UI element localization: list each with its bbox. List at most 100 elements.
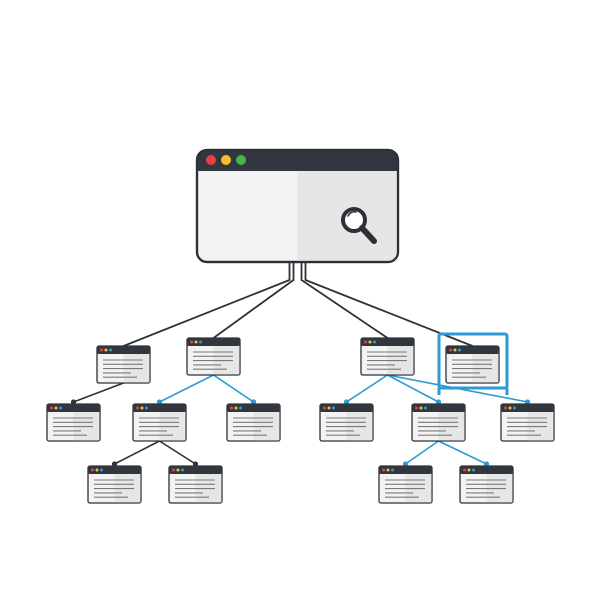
- page-titlebar: [133, 404, 186, 412]
- link-end-dot-p12: [192, 461, 199, 467]
- page-dot-blue-icon: [458, 348, 461, 352]
- magnifier-handle: [359, 225, 377, 244]
- page-dot-blue-icon: [199, 340, 202, 344]
- page-dot-yellow-icon: [508, 406, 512, 410]
- link-end-dot-p11: [111, 461, 118, 467]
- page-dot-blue-icon: [59, 406, 62, 410]
- maximize-dot-icon: [236, 155, 246, 165]
- page-windows: [46, 337, 555, 504]
- link-p2-p7: [212, 374, 255, 403]
- page-dot-blue-icon: [373, 340, 376, 344]
- page-dot-blue-icon: [145, 406, 148, 410]
- link-p2-p6: [158, 374, 215, 403]
- page-level2-3: [226, 403, 281, 442]
- link-p1-p5: [72, 382, 125, 403]
- page-titlebar: [412, 404, 465, 412]
- page-dot-red-icon: [364, 340, 367, 344]
- page-dot-blue-icon: [513, 406, 516, 410]
- page-titlebar: [187, 338, 240, 346]
- page-dot-blue-icon: [109, 348, 112, 352]
- page-dot-red-icon: [449, 348, 452, 352]
- link-end-dot-p5: [70, 399, 77, 405]
- link-p3-p9: [386, 374, 440, 403]
- close-dot-icon: [206, 155, 216, 165]
- page-dot-red-icon: [91, 468, 94, 472]
- page-level1-4-highlighted: [445, 345, 500, 384]
- page-dot-red-icon: [230, 406, 233, 410]
- page-dot-blue-icon: [424, 406, 427, 410]
- page-dot-red-icon: [463, 468, 466, 472]
- page-titlebar: [97, 346, 150, 354]
- page-dot-yellow-icon: [54, 406, 58, 410]
- page-dot-red-icon: [190, 340, 193, 344]
- magnifier-glint: [347, 211, 357, 217]
- page-dot-yellow-icon: [327, 406, 331, 410]
- root-window-border: [195, 148, 400, 264]
- page-titlebar: [501, 404, 554, 412]
- magnifier-search-icon: [341, 207, 377, 244]
- page-dot-red-icon: [382, 468, 385, 472]
- page-titlebar: [47, 404, 100, 412]
- page-dot-blue-icon: [472, 468, 475, 472]
- page-dot-yellow-icon: [104, 348, 108, 352]
- connector-lines: [70, 262, 531, 467]
- page-level2-1: [46, 403, 101, 442]
- page-dot-blue-icon: [181, 468, 184, 472]
- page-titlebar: [320, 404, 373, 412]
- link-end-dot-p9: [435, 399, 442, 405]
- page-level1-3: [360, 337, 415, 376]
- page-level3-1: [87, 465, 142, 504]
- page-level1-1: [96, 345, 151, 384]
- page-titlebar: [169, 466, 222, 474]
- page-level3-4: [459, 465, 514, 504]
- page-dot-red-icon: [100, 348, 103, 352]
- page-level2-5: [411, 403, 466, 442]
- page-dot-red-icon: [323, 406, 326, 410]
- link-p6-p11: [113, 440, 161, 465]
- page-titlebar: [446, 346, 499, 354]
- page-dot-red-icon: [172, 468, 175, 472]
- highlight-frame-p4: [437, 332, 509, 390]
- page-dot-red-icon: [136, 406, 139, 410]
- page-dot-yellow-icon: [95, 468, 99, 472]
- page-dot-blue-icon: [239, 406, 242, 410]
- root-layer: [195, 148, 400, 264]
- link-p3-p8: [345, 374, 389, 403]
- page-dot-red-icon: [504, 406, 507, 410]
- root-window-titlebar: [198, 151, 397, 171]
- page-dot-blue-icon: [100, 468, 103, 472]
- page-dot-yellow-icon: [194, 340, 198, 344]
- link-end-dot-p6: [156, 399, 163, 405]
- page-titlebar: [379, 466, 432, 474]
- link-end-dot-p10: [524, 399, 531, 405]
- page-level2-4: [319, 403, 374, 442]
- page-dot-blue-icon: [391, 468, 394, 472]
- page-level3-3: [378, 465, 433, 504]
- page-dot-yellow-icon: [419, 406, 423, 410]
- link-p9-p14: [437, 440, 488, 465]
- page-level2-2: [132, 403, 187, 442]
- link-end-dot-p8: [343, 399, 350, 405]
- page-dot-yellow-icon: [453, 348, 457, 352]
- page-titlebar: [88, 466, 141, 474]
- link-root-p1: [123, 262, 291, 347]
- page-titlebar: [460, 466, 513, 474]
- link-root-p4: [304, 262, 473, 347]
- page-level1-2: [186, 337, 241, 376]
- page-dot-yellow-icon: [176, 468, 180, 472]
- link-end-dot-p14: [483, 461, 490, 467]
- page-dot-yellow-icon: [140, 406, 144, 410]
- link-end-dot-p7: [250, 399, 257, 405]
- link-p9-p13: [404, 440, 440, 465]
- link-root-p3: [300, 262, 389, 339]
- page-dot-yellow-icon: [386, 468, 390, 472]
- link-p6-p12: [158, 440, 197, 465]
- page-dot-yellow-icon: [467, 468, 471, 472]
- main-browser-window: [195, 148, 400, 264]
- page-dot-red-icon: [50, 406, 53, 410]
- page-titlebar: [361, 338, 414, 346]
- highlight-layer: [437, 332, 509, 395]
- page-dot-red-icon: [415, 406, 418, 410]
